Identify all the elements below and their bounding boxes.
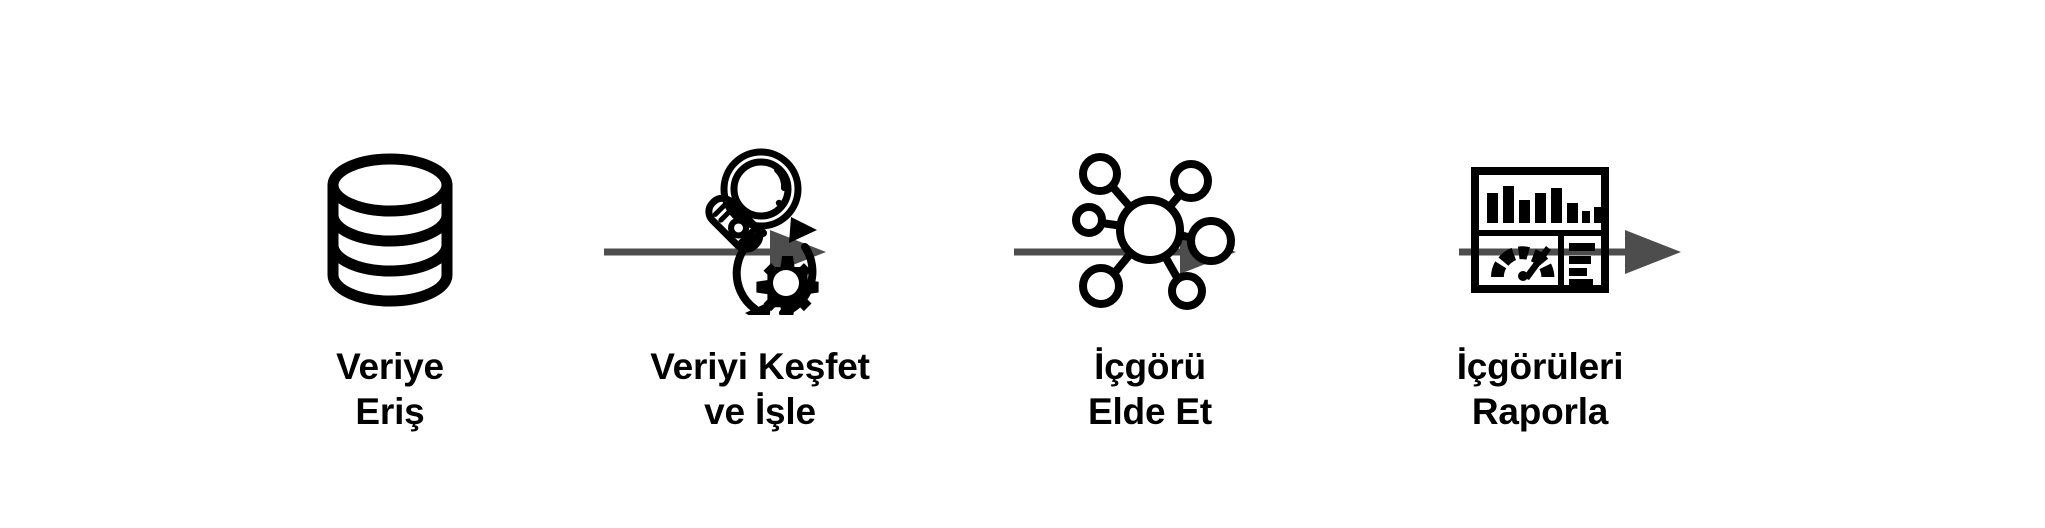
flow-step-explore-process-data: Veriyi Keşfet ve İşle — [610, 148, 910, 434]
step-label-explore-process-data: Veriyi Keşfet ve İşle — [650, 346, 870, 433]
database-cylinder-icon — [315, 150, 465, 310]
step-label-report-insights: İçgörüleri Raporla — [1456, 346, 1624, 433]
flow-step-access-data: Veriye Eriş — [240, 150, 540, 434]
flow-step-gain-insight: İçgörü Elde Et — [1000, 150, 1300, 434]
step-label-access-data: Veriye Eriş — [336, 346, 444, 433]
step-label-gain-insight: İçgörü Elde Et — [1087, 346, 1213, 433]
flow-step-report-insights: İçgörüleri Raporla — [1390, 150, 1690, 434]
network-nodes-icon — [1065, 150, 1235, 310]
magnifier-gear-process-icon — [665, 148, 855, 315]
dashboard-report-icon — [1470, 150, 1610, 310]
